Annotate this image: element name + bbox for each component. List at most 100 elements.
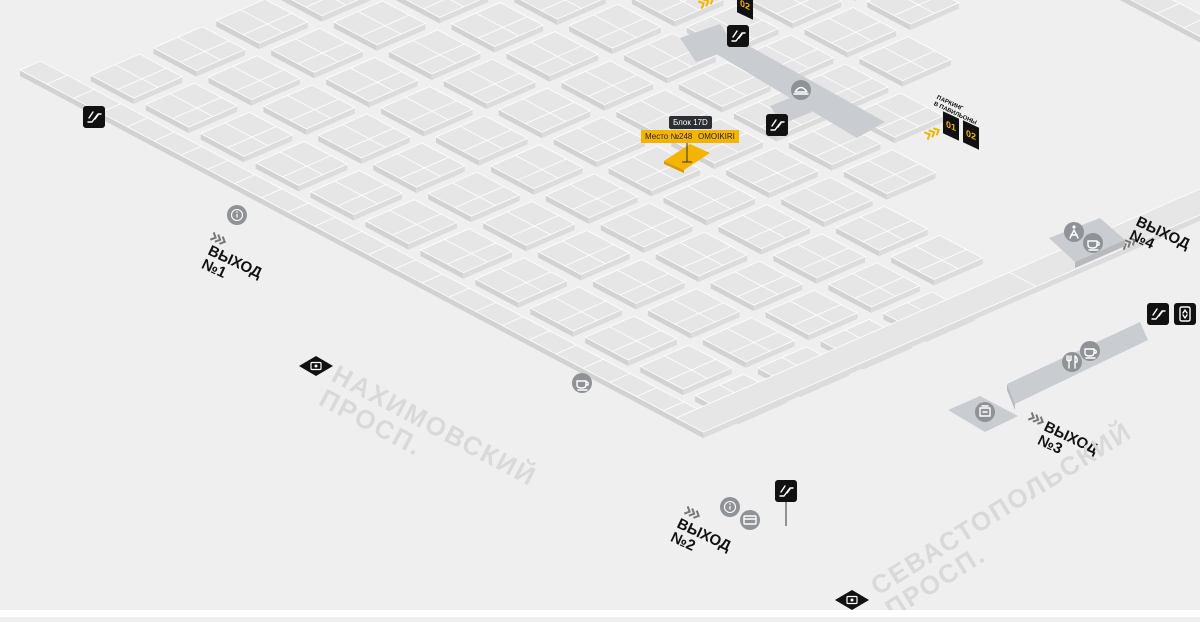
store-block-62[interactable] [866,0,960,31]
store-block-46[interactable] [435,115,529,166]
escalator-icon[interactable] [726,24,750,48]
info-icon[interactable] [719,496,741,518]
parking-badge-01-text: 01 [945,118,956,134]
store-block-79[interactable] [592,259,686,310]
atm-icon[interactable] [739,509,761,531]
escalator-icon[interactable] [1146,302,1170,326]
store-block-90[interactable] [702,317,796,368]
store-block-83[interactable] [843,149,937,200]
elevator-icon[interactable] [1173,302,1197,326]
store-block-86[interactable] [709,260,804,312]
exit-3-arrows [1027,412,1044,425]
info-icon[interactable] [226,204,248,226]
store-block-36[interactable] [380,86,474,137]
place-tooltip[interactable]: Блок 17D Место №248 OMOIKIRI [641,116,741,146]
store-block-93[interactable] [890,234,984,286]
shop-label[interactable]: OMOIKIRI [694,130,739,143]
cafe-icon[interactable] [1082,232,1104,254]
store-block-3[interactable] [215,0,309,50]
store-block-1[interactable] [89,53,184,105]
store-block-45[interactable] [372,142,466,194]
store-block-91[interactable] [764,289,859,341]
store-block-37[interactable] [442,58,537,110]
store-block-82[interactable] [780,176,874,228]
store-block-72[interactable] [537,229,631,281]
store-block-85[interactable] [647,288,741,339]
store-block-55[interactable] [427,171,521,223]
payment-terminal-icon[interactable] [974,401,996,423]
store-block-70[interactable] [858,36,952,87]
store-block-74[interactable] [662,175,756,226]
store-block-4[interactable] [279,0,371,22]
store-block-56[interactable] [490,144,584,195]
store-block-25[interactable] [325,56,419,108]
store-block-16[interactable] [396,0,489,24]
store-block-23[interactable] [199,111,294,163]
store-block-81[interactable] [717,204,811,255]
store-block-48[interactable] [560,60,654,111]
parking-arrows-top [697,0,714,9]
store-block-28[interactable] [514,0,606,26]
store-block-64[interactable] [482,200,576,252]
store-block-44[interactable] [309,170,403,221]
escalator-icon[interactable] [765,113,789,137]
store-block-75[interactable] [725,147,819,199]
store-block-87[interactable] [772,233,866,284]
store-block-13[interactable] [207,55,301,106]
toilet-icon[interactable] [1063,221,1085,243]
store-block-38[interactable] [505,31,599,82]
store-block-34[interactable] [254,140,349,192]
food-court-icon[interactable] [790,79,812,101]
store-block-26[interactable] [387,29,482,80]
store-block-52[interactable] [812,0,904,1]
parking-badge-02-text: 02 [965,127,976,143]
store-block-65[interactable] [544,173,639,224]
escalator-icon[interactable] [774,479,798,503]
exit-2-arrows [683,506,700,519]
cafe-icon[interactable] [1079,340,1101,362]
block-label: Блок 17D [669,116,712,129]
parking-badge-top-text: 02 [739,0,750,13]
escalator-icon[interactable] [82,105,106,129]
parking-arrows [923,127,940,140]
selected-store-highlight[interactable] [664,140,710,173]
restaurant-icon[interactable] [1061,351,1083,373]
place-label: Место №248 [641,130,697,143]
store-block-39[interactable] [568,3,662,55]
store-block-15[interactable] [332,0,427,51]
store-block-12[interactable] [144,82,239,134]
store-block-14[interactable] [270,27,364,79]
store-block-35[interactable] [317,113,411,164]
store-block-63[interactable] [419,228,513,279]
store-block-40[interactable] [631,0,724,27]
store-block-71[interactable] [474,257,568,308]
store-block-27[interactable] [450,2,544,53]
map-marker-icon[interactable] [298,355,334,377]
store-block-54[interactable] [364,199,458,250]
store-block-57[interactable] [552,116,647,168]
store-block-84[interactable] [584,315,678,367]
bottom-strip [0,610,1200,617]
store-block-61[interactable] [803,7,897,58]
map-marker-icon[interactable] [834,589,870,611]
cafe-icon[interactable] [571,372,593,394]
store-block-89[interactable] [639,344,733,396]
store-block-47[interactable] [497,87,592,139]
store-block-88[interactable] [835,205,929,257]
store-block-92[interactable] [827,262,921,313]
store-block-59[interactable] [678,61,772,113]
street-name: СЕВАСТОПОЛЬСКИЙ [865,416,1137,601]
store-block-80[interactable] [654,231,749,283]
perimeter-block-east[interactable] [701,0,1200,126]
store-block-2[interactable] [152,26,246,77]
store-block-78[interactable] [529,286,623,337]
store-block-73[interactable] [599,202,694,253]
store-block-24[interactable] [262,84,356,135]
store-block-51[interactable] [749,0,843,29]
exit-1-arrows [209,232,226,245]
